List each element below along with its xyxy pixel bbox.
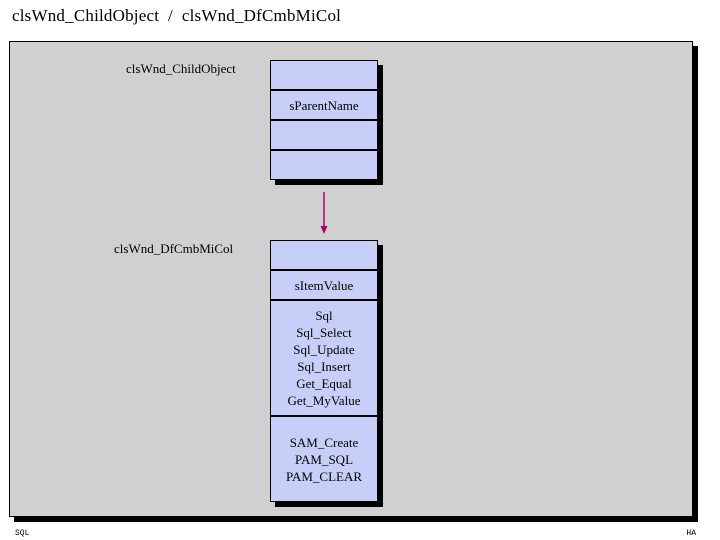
footer-left: SQL <box>15 529 30 538</box>
child-messages-box: SAM_Create PAM_SQL PAM_CLEAR <box>270 416 378 502</box>
message-item: PAM_SQL <box>294 451 354 467</box>
child-functions-box: Sql Sql_Select Sql_Update Sql_Insert Get… <box>270 300 378 416</box>
function-item: Sql_Insert <box>297 359 351 374</box>
child-variable: sItemValue <box>294 277 354 293</box>
parent-variables-box: sParentName <box>270 90 378 120</box>
parent-messages-box <box>270 150 378 180</box>
function-item: Sql_Update <box>293 342 355 357</box>
function-item: Get_MyValue <box>287 393 361 408</box>
parent-class-label: clsWnd_ChildObject <box>126 61 236 76</box>
function-item: Sql_Select <box>296 325 352 340</box>
page-title: cls​Wnd_Child​Object / cls​Wnd_Df​Cmb​Mi… <box>12 6 342 25</box>
function-item: Sql <box>315 308 333 323</box>
child-variables-box: sItemValue <box>270 270 378 300</box>
message-item: PAM_CLEAR <box>285 468 363 484</box>
function-item: Get_Equal <box>296 376 352 391</box>
parent-variable: sParentName <box>289 97 359 113</box>
child-class-header-box <box>270 240 378 270</box>
parent-class-header-box <box>270 60 378 90</box>
arrow-head <box>320 226 328 234</box>
child-class-label: clsWnd_DfCmbMiCol <box>114 241 234 256</box>
footer-right: HA <box>686 529 696 538</box>
message-item: SAM_Create <box>289 434 359 450</box>
parent-functions-box <box>270 120 378 150</box>
